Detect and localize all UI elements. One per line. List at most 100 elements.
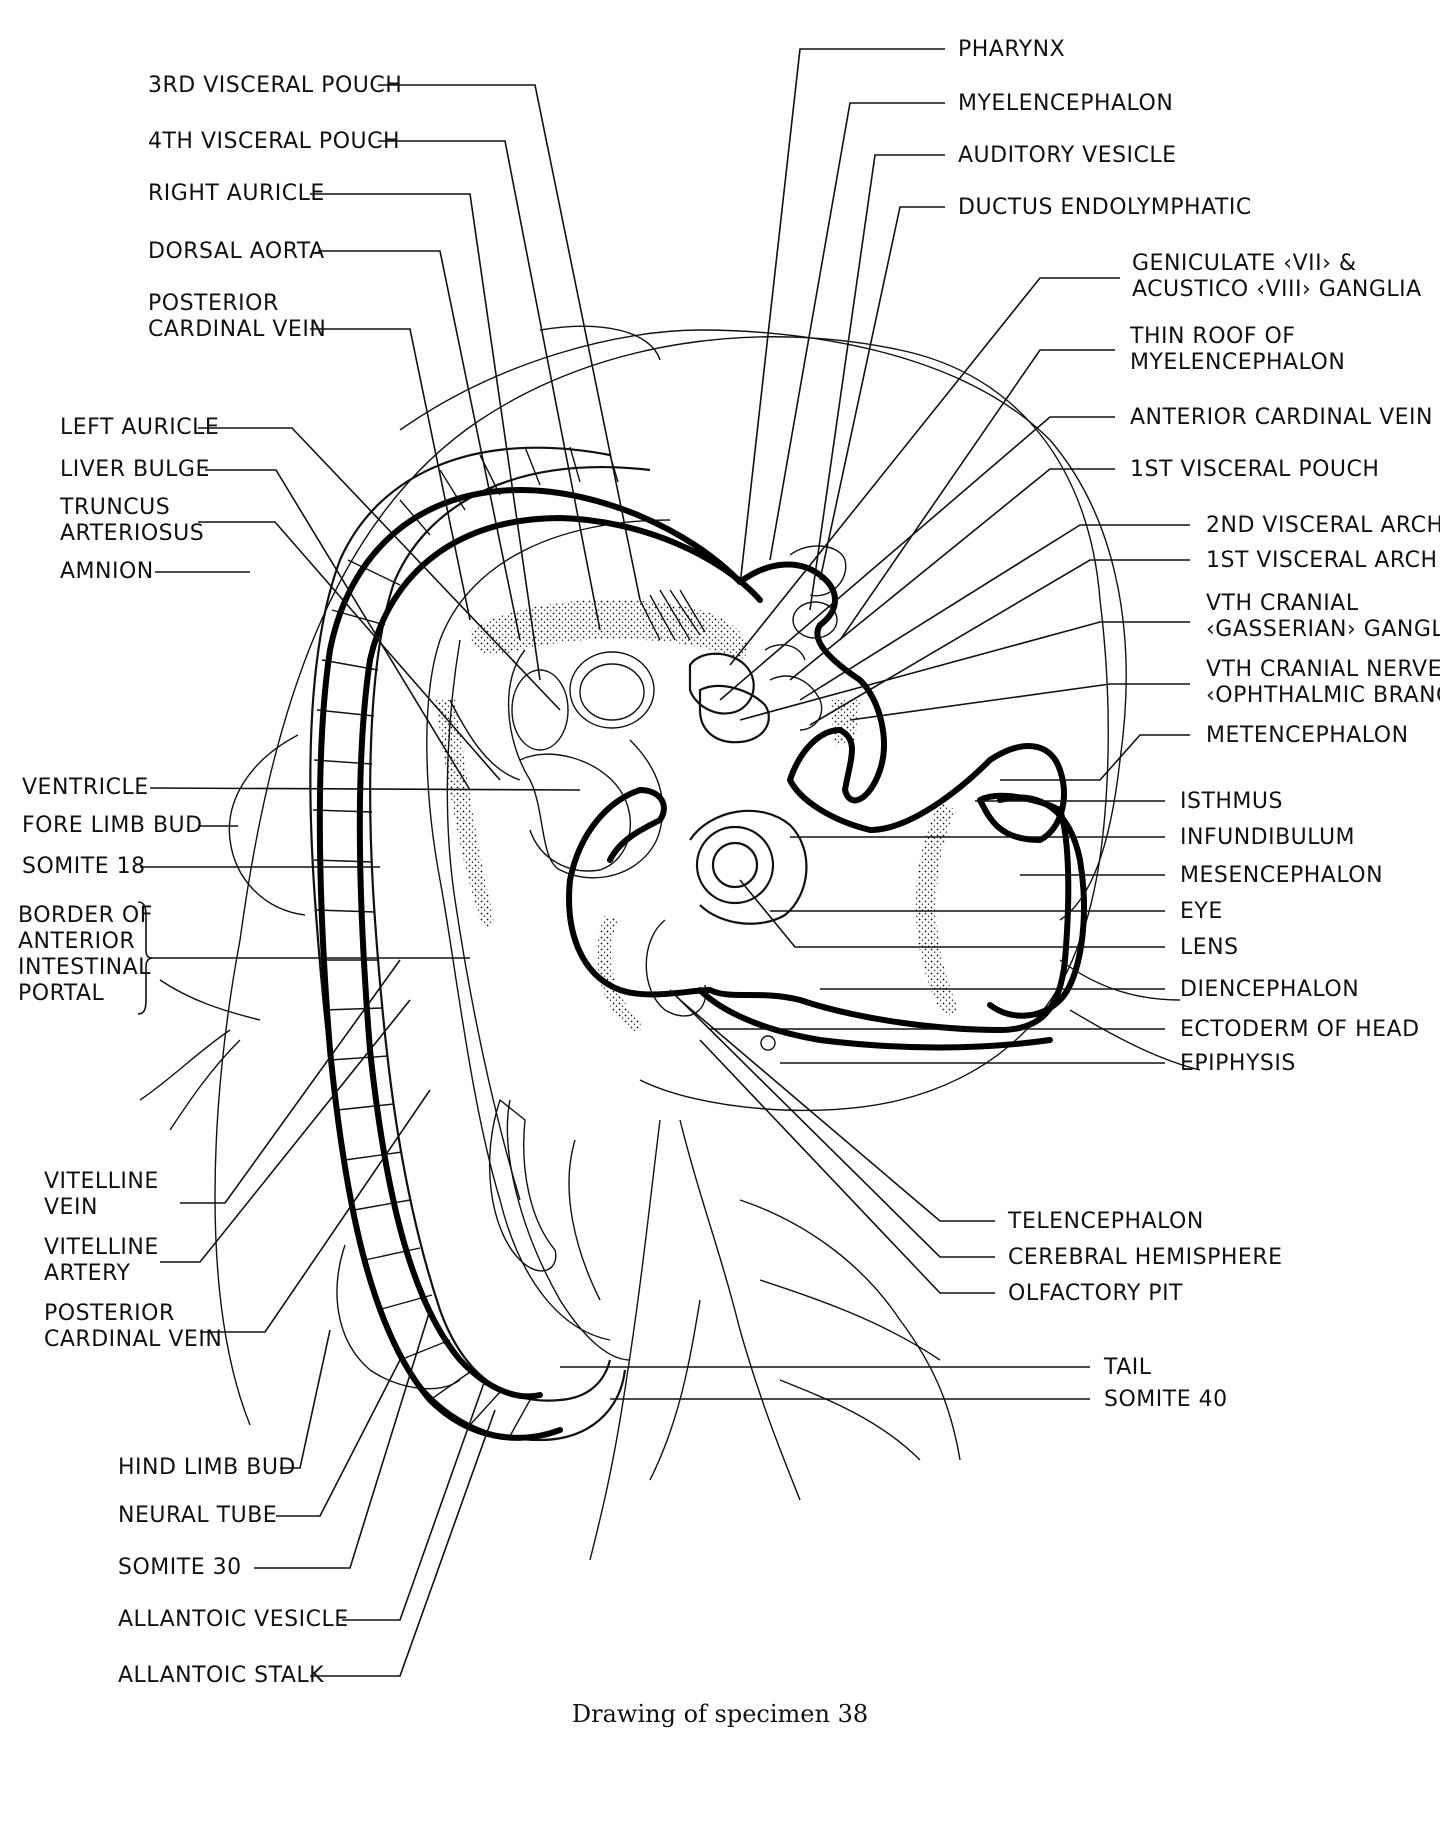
label-line: LEFT AURICLE: [60, 415, 219, 440]
label-metencephalon: METENCEPHALON: [1206, 723, 1409, 748]
label-line: MYELENCEPHALON: [958, 91, 1173, 116]
label-line: ALLANTOIC VESICLE: [118, 1607, 349, 1632]
label-vth-cranial-nerve: VTH CRANIAL NERVE‹OPHTHALMIC BRANCH›: [1206, 657, 1440, 708]
leader-myelencephalon: [769, 102, 945, 561]
label-cerebral-hemisphere: CEREBRAL HEMISPHERE: [1008, 1245, 1283, 1270]
brain-outline: [566, 561, 1072, 1033]
neural-tube-outer: [316, 487, 743, 1441]
label-allantoic-vesicle: ALLANTOIC VESICLE: [118, 1607, 349, 1632]
embryo-drawing: [139, 325, 1201, 1561]
label-pharynx: PHARYNX: [958, 37, 1065, 62]
label-epiphysis: EPIPHYSIS: [1180, 1051, 1296, 1076]
leader-first-visceral-pouch: [789, 468, 1115, 681]
hind-limb-bud-shape: [336, 1244, 461, 1390]
label-line: ECTODERM OF HEAD: [1180, 1017, 1420, 1042]
label-line: 4TH VISCERAL POUCH: [148, 129, 400, 154]
leader-vitelline-artery: [160, 999, 411, 1263]
leader-truncus-arteriosus: [198, 521, 501, 781]
pharynx-shape: [789, 545, 847, 597]
leader-telencephalon: [679, 999, 995, 1222]
label-line: ANTERIOR: [18, 929, 135, 954]
label-line: LIVER BULGE: [60, 457, 210, 482]
leader-allantoic-stalk: [310, 1409, 496, 1677]
leader-left-auricle: [198, 427, 561, 711]
label-infundibulum: INFUNDIBULUM: [1180, 825, 1355, 850]
label-third-visceral-pouch: 3RD VISCERAL POUCH: [148, 73, 402, 98]
label-line: AUDITORY VESICLE: [958, 143, 1177, 168]
fold-line: [539, 325, 661, 361]
label-line: EYE: [1180, 899, 1223, 924]
yolk-sac-vessels: [139, 959, 1201, 1561]
label-fourth-visceral-pouch: 4TH VISCERAL POUCH: [148, 129, 400, 154]
label-line: DIENCEPHALON: [1180, 977, 1359, 1002]
leader-auditory-vesicle: [809, 154, 945, 611]
label-diencephalon: DIENCEPHALON: [1180, 977, 1359, 1002]
gut-outline: [426, 519, 671, 1341]
label-line: ISTHMUS: [1180, 789, 1283, 814]
left-auricle-shape: [569, 651, 655, 729]
stipple-dorsal: [470, 599, 748, 660]
leader-anterior-cardinal-vein: [719, 416, 1115, 701]
figure-caption: Drawing of specimen 38: [572, 1700, 868, 1728]
label-left-auricle: LEFT AURICLE: [60, 415, 219, 440]
label-line: INTESTINAL: [18, 955, 151, 980]
label-line: HIND LIMB BUD: [118, 1455, 296, 1480]
ventricle-shape: [519, 753, 632, 872]
leader-posterior-cardinal-vein-upper: [310, 328, 471, 621]
label-line: PORTAL: [18, 981, 105, 1006]
label-line: DUCTUS ENDOLYMPHATIC: [958, 195, 1252, 220]
leader-right-auricle: [310, 193, 541, 681]
leader-fourth-visceral-pouch: [378, 140, 601, 631]
eye-cup: [689, 809, 808, 925]
leader-cerebral-hemisphere: [669, 989, 995, 1258]
label-line: 2ND VISCERAL ARCH: [1206, 513, 1440, 538]
leader-allantoic-vesicle: [342, 1379, 486, 1621]
nerve-fibers: [639, 589, 706, 641]
label-line: EPIPHYSIS: [1180, 1051, 1296, 1076]
visceral-arch-2: [764, 644, 806, 661]
eye-ring: [695, 825, 775, 905]
leader-vth-cranial-nerve: [849, 683, 1190, 721]
leader-vth-cranial-ganglion: [739, 621, 1190, 721]
leader-thin-roof-myelencephalon: [839, 349, 1115, 641]
label-line: MESENCEPHALON: [1180, 863, 1383, 888]
label-line: VITELLINE: [44, 1235, 159, 1260]
stipple-brain: [915, 800, 957, 1016]
label-geniculate-acustico-ganglia: GENICULATE ‹VII› &ACUSTICO ‹VIII› GANGLI…: [1132, 251, 1422, 302]
label-line: VENTRICLE: [22, 775, 149, 800]
label-somite-40: SOMITE 40: [1104, 1387, 1228, 1412]
gasserian-ganglion: [698, 685, 770, 744]
label-line: VTH CRANIAL NERVE: [1206, 657, 1440, 682]
label-fore-limb-bud: FORE LIMB BUD: [22, 813, 203, 838]
label-line: SOMITE 40: [1104, 1387, 1228, 1412]
stipple-liver: [435, 700, 494, 927]
allantois-shape: [488, 1098, 557, 1272]
label-anterior-cardinal-vein: ANTERIOR CARDINAL VEIN: [1130, 405, 1433, 430]
label-line: AMNION: [60, 559, 154, 584]
label-line: PHARYNX: [958, 37, 1065, 62]
label-line: METENCEPHALON: [1206, 723, 1409, 748]
label-line: OLFACTORY PIT: [1008, 1281, 1183, 1306]
label-line: ‹GASSERIAN› GANGLION: [1206, 617, 1440, 642]
label-second-visceral-arch: 2ND VISCERAL ARCH: [1206, 513, 1440, 538]
label-mesencephalon: MESENCEPHALON: [1180, 863, 1383, 888]
mesencephalon-outline: [987, 794, 1087, 1019]
leader-vitelline-vein: [180, 959, 401, 1204]
label-line: POSTERIOR: [148, 291, 279, 316]
leader-posterior-cardinal-vein-lower: [200, 1089, 431, 1333]
label-line: ‹OPHTHALMIC BRANCH›: [1206, 683, 1440, 708]
diencephalon-outline: [697, 987, 1053, 1051]
label-line: CEREBRAL HEMISPHERE: [1008, 1245, 1283, 1270]
label-line: LENS: [1180, 935, 1239, 960]
label-line: FORE LIMB BUD: [22, 813, 203, 838]
leader-lines: [137, 48, 1190, 1677]
leader-lens: [739, 879, 1165, 948]
label-first-visceral-arch: 1ST VISCERAL ARCH: [1206, 548, 1438, 573]
leader-pharynx: [739, 48, 945, 586]
label-line: ANTERIOR CARDINAL VEIN: [1130, 405, 1433, 430]
tail-shape: [506, 1099, 631, 1361]
label-olfactory-pit: OLFACTORY PIT: [1008, 1281, 1183, 1306]
